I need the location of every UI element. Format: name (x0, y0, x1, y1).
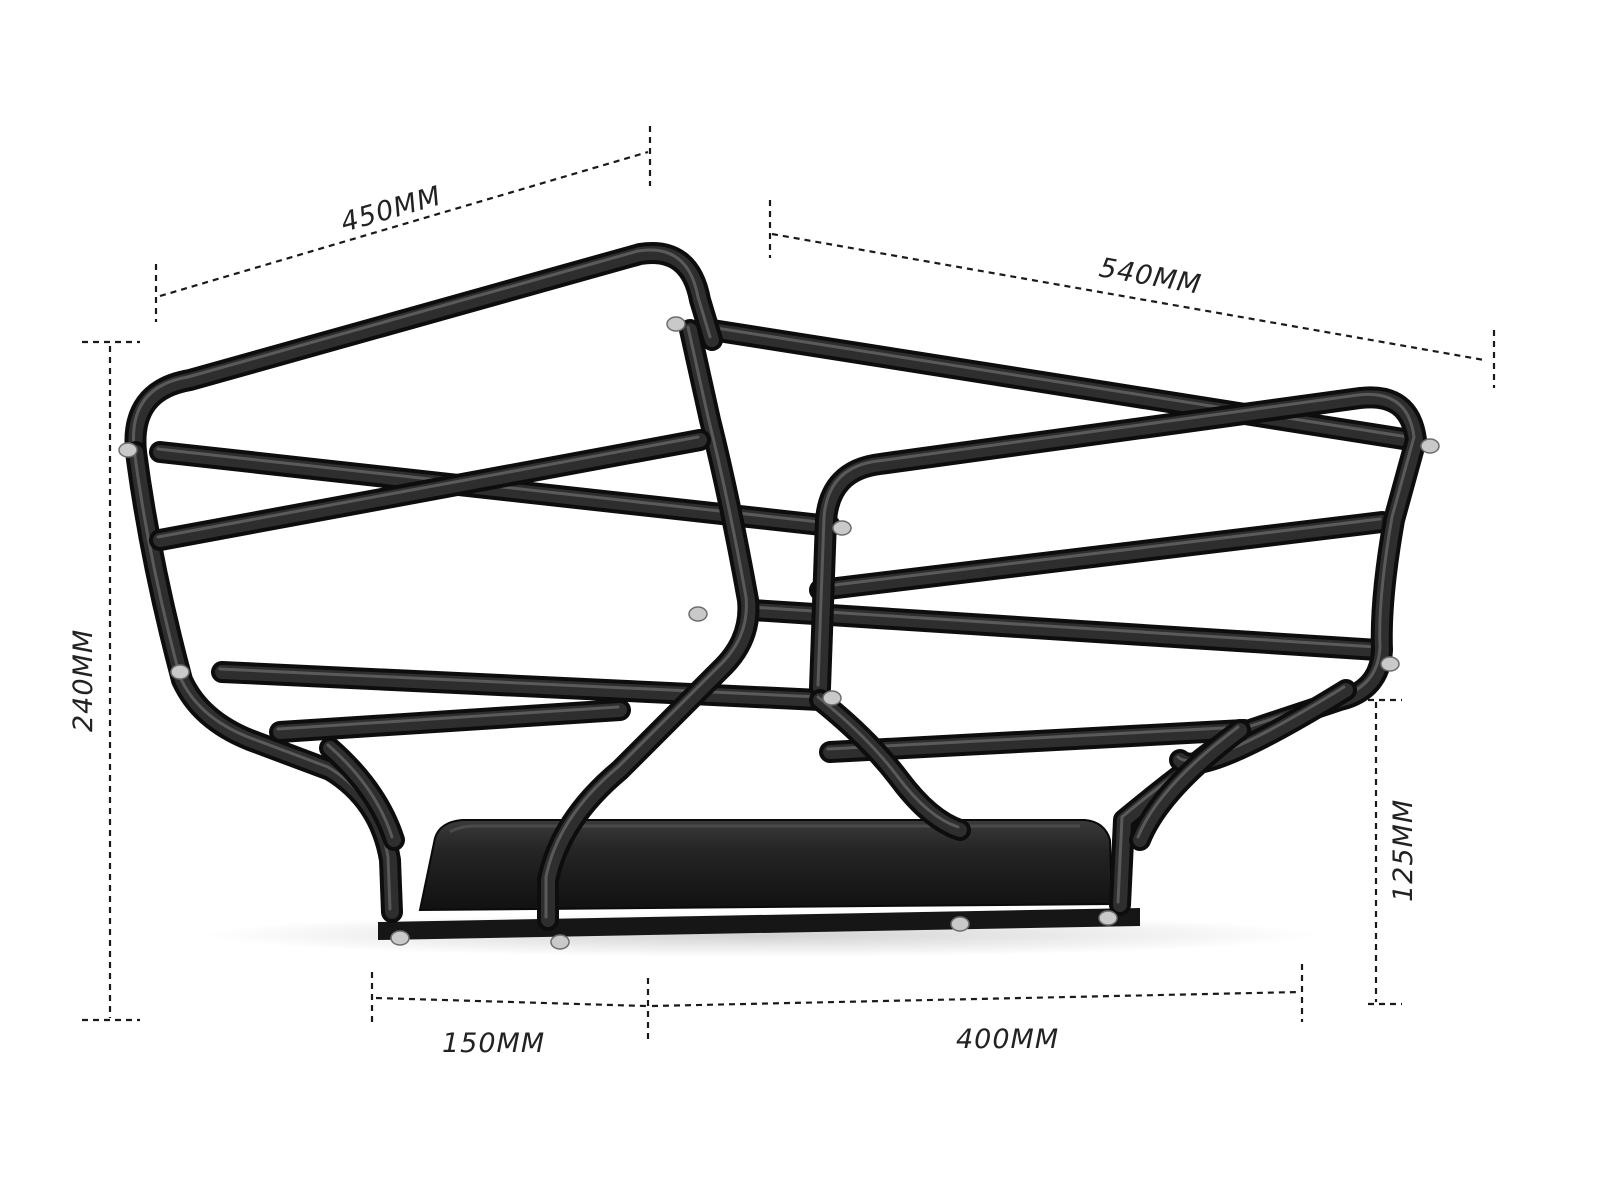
bolt-12 (1098, 910, 1118, 926)
dimension-450: 450MM (154, 126, 652, 322)
tube-right-upper-bar (809, 511, 1393, 601)
bolt-3 (170, 664, 190, 680)
dimension-label-450: 450MM (337, 181, 445, 239)
bolt-4 (688, 606, 708, 622)
bolt-6 (822, 690, 842, 706)
bolt-7 (1420, 438, 1440, 454)
tube-back-long-low (211, 661, 831, 711)
tube-left-outer (124, 242, 723, 463)
tube-right-strut (1129, 719, 1251, 851)
tube-right-low-bar (819, 719, 1255, 763)
bolt-8 (1380, 656, 1400, 672)
dimension-125: 125MM (1368, 698, 1419, 1006)
dimension-label-400: 400MM (956, 1024, 1059, 1055)
bolt-1 (666, 316, 686, 332)
tube-inner-diag (809, 689, 971, 841)
tube-left-frame (537, 319, 760, 931)
tube-right-top-rail (701, 319, 1421, 451)
dimension-150: 150MM (370, 972, 650, 1059)
rack-tubes (124, 242, 1427, 931)
dimension-label-150: 150MM (442, 1028, 545, 1059)
dimension-label-125: 125MM (1388, 799, 1419, 902)
tube-left-strut (319, 737, 405, 851)
bolt-5 (832, 520, 852, 536)
rear-rack-illustration (118, 242, 1440, 950)
bolt-10 (550, 934, 570, 950)
bolt-11 (950, 916, 970, 932)
bolt-9 (390, 930, 410, 946)
dimension-240: 240MM (68, 340, 140, 1022)
rack-bolts (118, 316, 1440, 950)
dimension-label-240: 240MM (68, 629, 99, 732)
tube-left-upper-bar (149, 429, 711, 551)
mounting-base (378, 819, 1140, 940)
dimension-400: 400MM (651, 964, 1304, 1055)
dimension-annotations: 450MM 540MM 240MM 125MM 150M (68, 126, 1496, 1059)
bolt-2 (118, 442, 138, 458)
tube-right-mid-bar (741, 599, 1389, 661)
tube-left-low-bar (269, 699, 631, 743)
